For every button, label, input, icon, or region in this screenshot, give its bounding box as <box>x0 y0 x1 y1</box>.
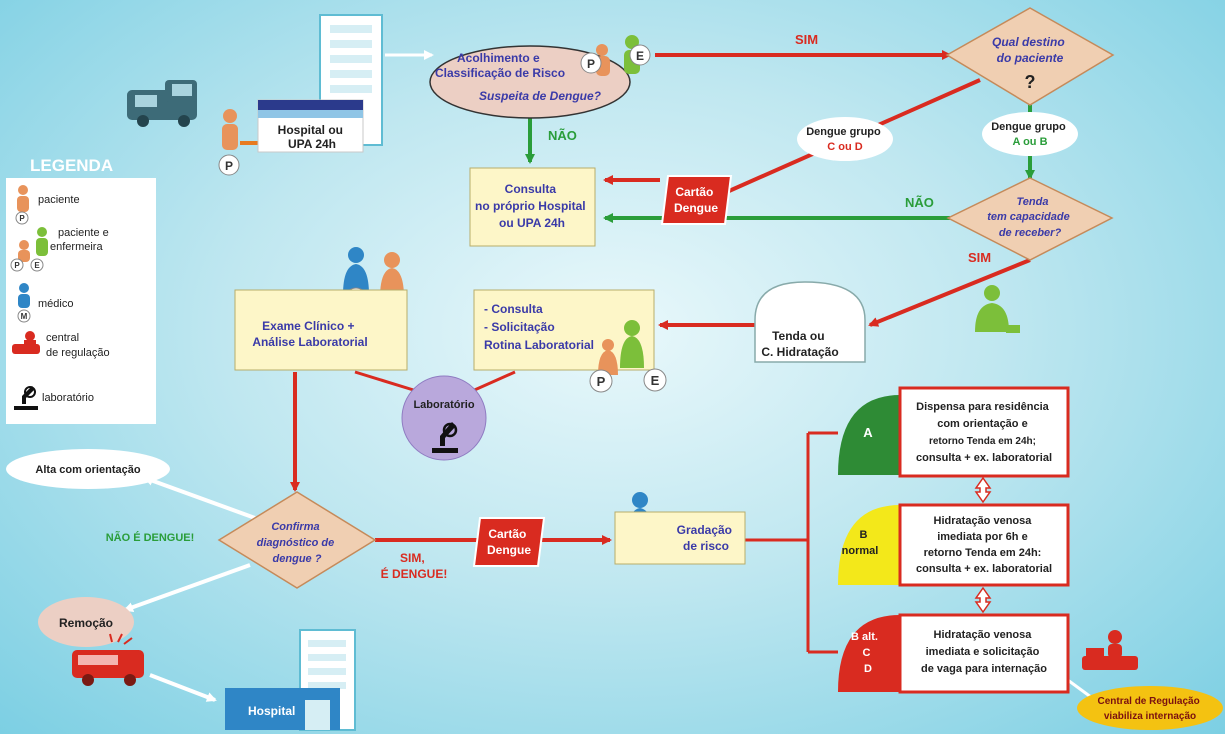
svg-text:Cartão Dengue: Cartão Dengue <box>487 527 531 557</box>
edge-remocao-hospital <box>149 673 217 702</box>
svg-text:A: A <box>863 425 873 440</box>
svg-text:Confirma diagnóstico de: Confirma diagnóstico de dengue ? <box>257 521 338 565</box>
hospital-upa-label: Hospital ou UPA 24h <box>278 123 347 151</box>
tenda-hidratacao-node: Tenda ou C. Hidratação <box>754 281 866 363</box>
legend-label-laboratorio: laboratório <box>42 392 94 404</box>
legend-patient-icon: P <box>15 185 29 225</box>
acolhimento-label: Acolhimento e Classificação de Risco <box>435 51 565 80</box>
svg-text:E: E <box>636 49 644 63</box>
microscope-icon <box>432 422 458 453</box>
svg-text:M: M <box>21 312 28 321</box>
suspeita-label: Suspeita de Dengue? <box>479 89 602 103</box>
svg-text:Dengue grupo C ou D: Dengue grupo C ou D <box>806 126 884 153</box>
legend-label-paciente-enfermeira: paciente e enfermeira <box>50 227 112 253</box>
nurse-icon <box>975 285 1020 333</box>
svg-text:- Consulta - Solicitação: - Consulta - Solicitação Rotina Laborato… <box>484 302 594 352</box>
svg-text:Cartão Dengue: Cartão Dengue <box>674 185 718 215</box>
legend-patient-nurse-icon: P E <box>10 227 48 272</box>
svg-text:Dengue grupo A ou B: Dengue grupo A ou B <box>991 121 1069 148</box>
sim2-label: SIM <box>968 250 991 265</box>
svg-text:E: E <box>651 373 660 388</box>
tenda-capacidade-node: Tenda tem capacidade de receber? <box>946 177 1114 261</box>
group-a-node: A <box>838 395 900 475</box>
svg-text:?: ? <box>1025 72 1036 92</box>
consulta-rotina-node: - Consulta - Solicitação Rotina Laborato… <box>473 289 655 371</box>
svg-text:P: P <box>597 374 606 389</box>
legend: LEGENDA P paciente P E paciente e enferm… <box>6 156 156 424</box>
box-b-node: Hidratação venosa imediata por 6h e reto… <box>898 503 1070 587</box>
svg-text:Exame Clínico + Análise: Exame Clínico + Análise Laboratorial <box>252 319 367 349</box>
ambulance-icon <box>72 633 144 686</box>
svg-text:Hidratação venosa imedia: Hidratação venosa imediata por 6h e reto… <box>916 515 1052 575</box>
central-regulacao-node: Central de Regulação viabiliza internaçã… <box>1077 686 1223 730</box>
cartao-dengue-top: Cartão Dengue <box>660 175 733 225</box>
svg-text:Hospital: Hospital <box>248 704 295 718</box>
legend-label-paciente: paciente <box>38 194 80 206</box>
regulation-center-icon <box>1082 630 1138 670</box>
legend-label-central: central de regulação <box>46 332 110 359</box>
ambulance-van-icon <box>127 80 197 127</box>
dengue-cd-node: Dengue grupo C ou D <box>797 117 893 161</box>
svg-text:Hidratação venosa imedia: Hidratação venosa imediata e solicitação… <box>921 629 1047 675</box>
legend-doctor-icon: M <box>17 283 31 323</box>
qual-destino-label: Qual destino do paciente <box>992 35 1068 65</box>
confirma-node: Confirma diagnóstico de dengue ? <box>217 491 377 589</box>
svg-text:Alta com orientação: Alta com orientação <box>35 464 140 476</box>
svg-text:P: P <box>14 261 20 270</box>
alta-node: Alta com orientação <box>6 449 170 489</box>
svg-text:P: P <box>19 214 25 223</box>
consulta-hospital-node: Consulta no próprio Hospital ou UPA 24h <box>469 167 596 247</box>
svg-text:Central de Regulação via: Central de Regulação viabiliza internaçã… <box>1097 696 1202 722</box>
svg-text:Consulta no próprio Hosp: Consulta no próprio Hospital ou UPA 24h <box>475 182 589 230</box>
laboratorio-label: Laboratório <box>413 399 474 411</box>
laboratorio-node: Laboratório <box>401 375 487 461</box>
patient-nurse-icon-2: P E <box>589 320 667 393</box>
nao-dengue-label: NÃO É DENGUE! <box>106 531 195 544</box>
double-arrow-bc-icon <box>974 586 992 614</box>
double-arrow-ab-icon <box>974 476 992 504</box>
svg-text:P: P <box>587 57 595 71</box>
cartao-dengue-bottom: Cartão Dengue <box>472 517 546 567</box>
gradacao-node: Gradação de risco <box>614 511 746 565</box>
svg-text:Gradação de risco: Gradação de risco <box>677 523 736 553</box>
svg-text:Tenda tem capacidade: Tenda tem capacidade de receber? <box>987 196 1073 239</box>
qual-destino-node: Qual destino do paciente ? <box>945 7 1115 106</box>
edge-confirma-alta <box>143 476 256 520</box>
legend-title: LEGENDA <box>30 156 113 175</box>
box-a-node: Dispensa para residência com orientação … <box>898 386 1070 478</box>
svg-text:P: P <box>225 159 233 173</box>
svg-text:Dispensa para residência: Dispensa para residência com orientação … <box>916 401 1052 464</box>
svg-text:E: E <box>34 261 40 270</box>
svg-text:B normal: B normal <box>842 529 879 557</box>
hospital-upa-node: Hospital ou UPA 24h <box>257 99 364 153</box>
box-c-node: Hidratação venosa imediata e solicitação… <box>898 613 1070 694</box>
hospital-bottom-node: Hospital <box>225 629 356 731</box>
sim-label: SIM <box>795 32 818 47</box>
dengue-ab-node: Dengue grupo A ou B <box>982 112 1078 156</box>
acolhimento-node: Acolhimento e Classificação de Risco Sus… <box>429 45 631 119</box>
svg-text:Tenda ou C. Hidratação: Tenda ou C. Hidratação <box>761 329 838 359</box>
edge-tenda-sim <box>868 258 1031 327</box>
legend-microscope-icon <box>14 386 38 410</box>
svg-text:B alt. C D: B alt. C D <box>851 631 881 675</box>
svg-text:Remoção: Remoção <box>59 616 113 630</box>
edge-lab-exame <box>354 370 421 394</box>
nao2-label: NÃO <box>905 195 934 210</box>
exame-clinico-node: Exame Clínico + Análise Laboratorial <box>234 289 408 371</box>
edge-confirma-remocao <box>123 563 251 612</box>
sim-dengue-label: SIM, É DENGUE! <box>381 551 448 581</box>
edge-lab-rotina <box>469 370 516 394</box>
legend-label-medico: médico <box>38 298 73 310</box>
legend-regulation-icon <box>12 331 40 354</box>
nao-label: NÃO <box>548 128 577 143</box>
patient-icon: P <box>218 109 240 176</box>
group-c-node: B alt. C D <box>838 615 900 692</box>
patient-nurse-icon: P E <box>580 35 651 76</box>
group-b-node: B normal <box>838 505 900 585</box>
